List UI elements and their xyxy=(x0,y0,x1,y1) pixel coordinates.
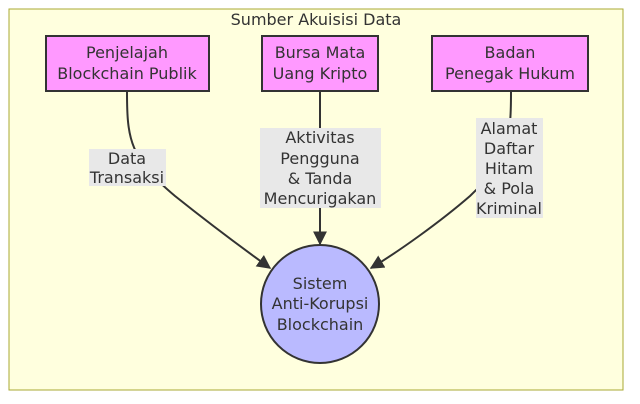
svg-text:Anti-Korupsi: Anti-Korupsi xyxy=(272,294,369,313)
edge-label-exchange-system: Aktivitas Pengguna & Tanda Mencurigakan xyxy=(260,128,381,208)
svg-text:Hitam: Hitam xyxy=(485,159,533,178)
node-anti-corruption-system: Sistem Anti-Korupsi Blockchain xyxy=(260,244,380,364)
svg-text:Blockchain Publik: Blockchain Publik xyxy=(57,64,197,83)
edge-explorer-system xyxy=(126,91,272,269)
svg-text:Penjelajah: Penjelajah xyxy=(86,43,168,62)
svg-text:Alamat: Alamat xyxy=(481,119,538,138)
svg-text:Sistem: Sistem xyxy=(293,274,348,293)
svg-text:Data: Data xyxy=(108,149,146,168)
svg-text:Uang Kripto: Uang Kripto xyxy=(273,64,368,83)
svg-text:Daftar: Daftar xyxy=(484,139,535,158)
svg-text:Kriminal: Kriminal xyxy=(476,199,542,218)
svg-text:Bursa Mata: Bursa Mata xyxy=(275,43,366,62)
cluster-title: Sumber Akuisisi Data xyxy=(231,10,402,29)
svg-text:Pengguna: Pengguna xyxy=(280,149,359,168)
svg-text:Blockchain: Blockchain xyxy=(277,315,364,334)
edge-label-law-system: Alamat Daftar Hitam & Pola Kriminal xyxy=(476,118,543,218)
node-crypto-exchange: Bursa Mata Uang Kripto xyxy=(261,35,379,92)
svg-text:Transaksi: Transaksi xyxy=(89,168,164,187)
svg-text:Penegak Hukum: Penegak Hukum xyxy=(445,64,575,83)
svg-text:Mencurigakan: Mencurigakan xyxy=(264,189,377,208)
svg-text:& Pola: & Pola xyxy=(484,179,535,198)
svg-text:Aktivitas: Aktivitas xyxy=(285,128,354,147)
node-law-enforcement: Badan Penegak Hukum xyxy=(431,35,589,92)
svg-text:& Tanda: & Tanda xyxy=(288,169,353,188)
svg-text:Badan: Badan xyxy=(485,43,536,62)
edge-label-explorer-system: Data Transaksi xyxy=(89,149,166,187)
node-blockchain-explorer: Penjelajah Blockchain Publik xyxy=(45,35,210,92)
